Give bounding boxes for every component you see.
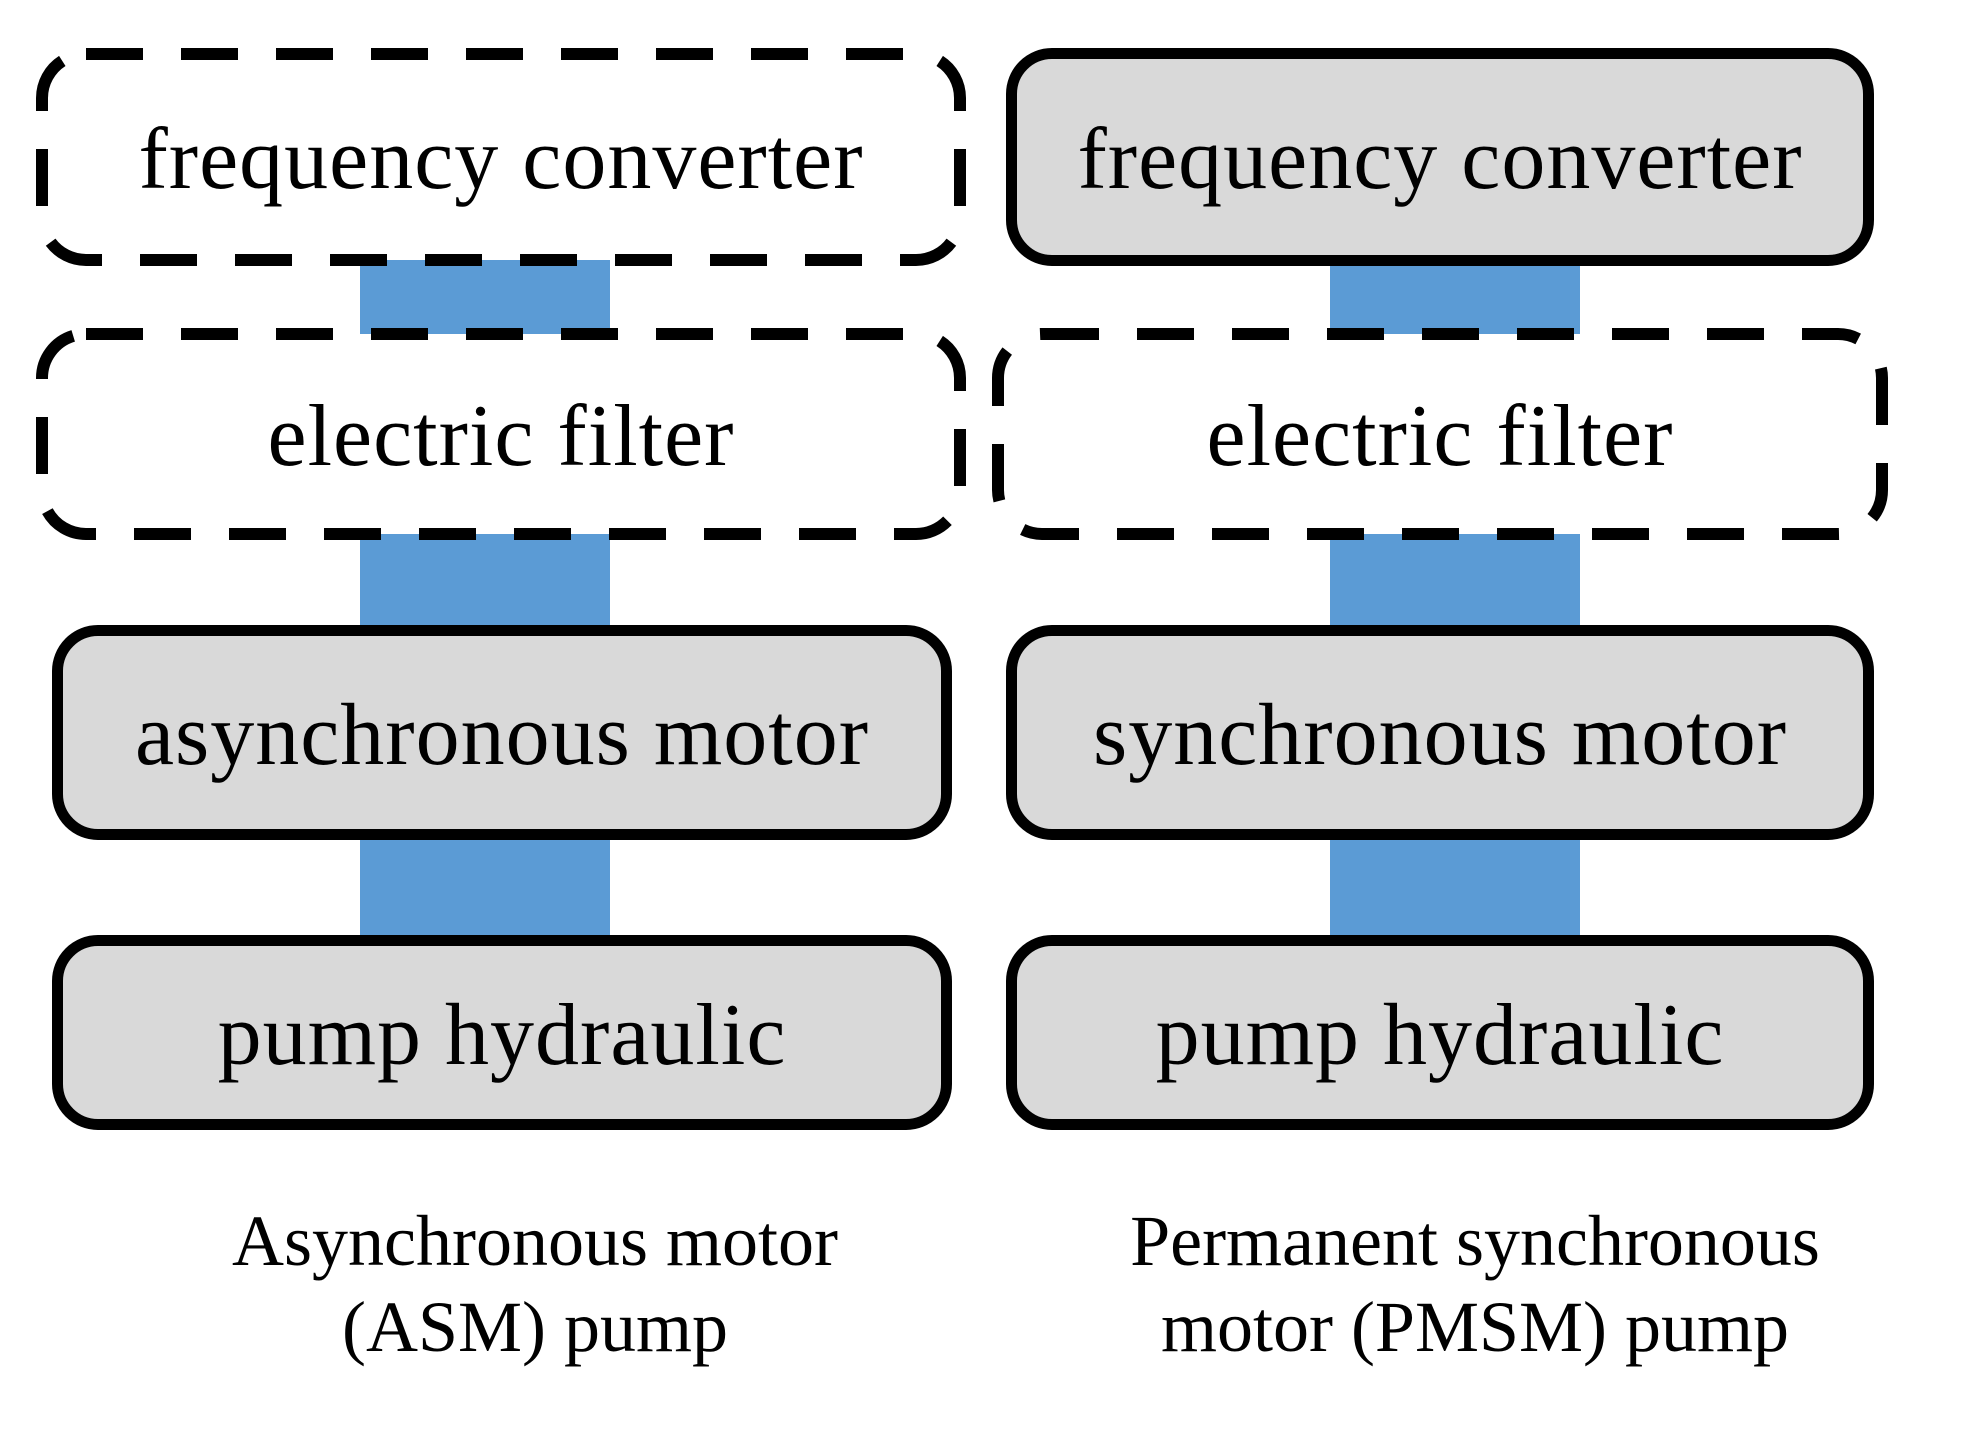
box-label: frequency converter bbox=[138, 111, 864, 208]
box-label: frequency converter bbox=[1077, 111, 1803, 208]
pmsm-connector-converter-filter bbox=[1330, 258, 1580, 334]
pmsm-caption-line1: Permanent synchronous bbox=[1130, 1201, 1820, 1281]
asm-connector-converter-filter bbox=[360, 258, 610, 334]
asm-connector-filter-motor bbox=[360, 532, 610, 632]
box-label: asynchronous motor bbox=[134, 686, 870, 784]
asm-connector-motor-pump bbox=[360, 832, 610, 942]
pmsm-connector-motor-pump bbox=[1330, 832, 1580, 942]
asm-pump-hydraulic-box: pump hydraulic bbox=[52, 935, 952, 1130]
dashed-border bbox=[992, 328, 1888, 540]
pmsm-pump-hydraulic-box: pump hydraulic bbox=[1006, 935, 1874, 1130]
pmsm-connector-filter-motor bbox=[1330, 532, 1580, 632]
box-label: electric filter bbox=[1206, 388, 1674, 485]
pmsm-frequency-converter-box: frequency converter bbox=[1006, 48, 1874, 266]
dashed-border bbox=[36, 328, 966, 540]
asm-asynchronous-motor-box: asynchronous motor bbox=[52, 625, 952, 840]
pmsm-electric-filter-box: electric filter bbox=[992, 328, 1888, 540]
pmsm-synchronous-motor-box: synchronous motor bbox=[1006, 625, 1874, 840]
pmsm-caption-line2: motor (PMSM) pump bbox=[1160, 1287, 1790, 1368]
pmsm-caption: Permanent synchronous motor (PMSM) pump bbox=[995, 1198, 1955, 1371]
asm-electric-filter-box: electric filter bbox=[36, 328, 966, 540]
asm-frequency-converter-box: frequency converter bbox=[36, 48, 966, 266]
box-label: pump hydraulic bbox=[1155, 986, 1725, 1084]
box-label: pump hydraulic bbox=[217, 986, 787, 1084]
box-label: synchronous motor bbox=[1092, 686, 1788, 784]
asm-caption: Asynchronous motor (ASM) pump bbox=[40, 1198, 1030, 1371]
dashed-border bbox=[36, 48, 966, 266]
box-label: electric filter bbox=[267, 388, 735, 485]
asm-caption-line1: Asynchronous motor bbox=[232, 1201, 838, 1281]
asm-caption-line2: (ASM) pump bbox=[341, 1287, 728, 1368]
